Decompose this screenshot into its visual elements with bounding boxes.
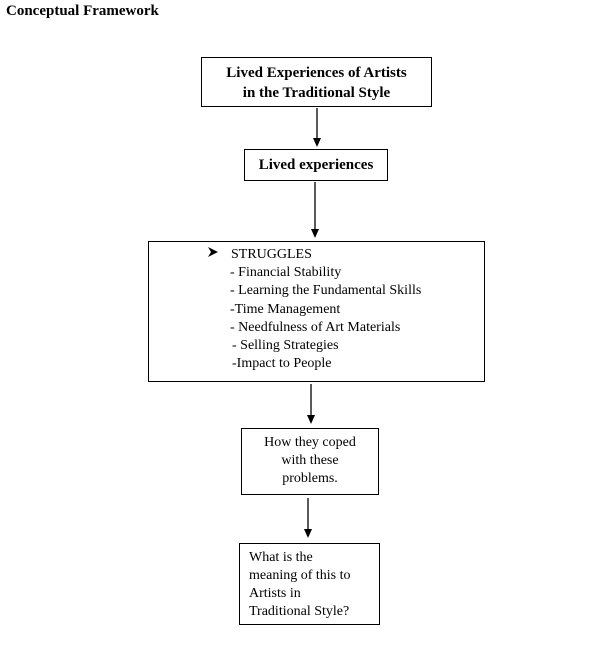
node-coped-line-1: How they coped — [264, 435, 356, 450]
struggle-item: - Needfulness of Art Materials — [230, 320, 401, 335]
arrow-bullet-icon — [207, 246, 231, 264]
struggle-item: - Financial Stability — [230, 265, 342, 280]
node-top-line-2: in the Traditional Style — [242, 85, 391, 101]
node-top-line-1: Lived Experiences of Artists — [226, 65, 407, 81]
node-lived-experiences: Lived experiences — [244, 149, 388, 181]
arrow-lived-to-struggles — [311, 182, 319, 238]
node-coped-line-3: problems. — [282, 471, 338, 486]
struggle-item: -Impact to People — [232, 356, 332, 371]
node-meaning-line-4: Traditional Style? — [249, 604, 350, 619]
arrow-top-to-lived — [313, 108, 321, 147]
node-meaning-line-2: meaning of this to — [249, 568, 351, 583]
arrow-struggles-to-coped — [307, 384, 315, 424]
struggle-item: -Time Management — [230, 302, 341, 317]
struggle-item: - Selling Strategies — [232, 338, 339, 353]
node-coped-line-2: with these — [281, 453, 339, 468]
node-how-they-coped: How they coped with these problems. — [241, 428, 379, 495]
node-meaning-line-3: Artists in — [249, 586, 301, 601]
node-struggles: STRUGGLES - Financial Stability - Learni… — [148, 241, 485, 382]
node-meaning-line-1: What is the — [249, 550, 313, 565]
arrow-coped-to-meaning — [304, 498, 312, 538]
node-lived-experiences-of-artists: Lived Experiences of Artists in the Trad… — [201, 57, 432, 107]
struggles-heading-label: STRUGGLES — [231, 247, 312, 262]
node-meaning: What is the meaning of this to Artists i… — [239, 543, 380, 625]
page-title: Conceptual Framework — [6, 3, 159, 19]
struggles-heading: STRUGGLES — [207, 246, 312, 264]
struggle-item: - Learning the Fundamental Skills — [230, 283, 422, 298]
